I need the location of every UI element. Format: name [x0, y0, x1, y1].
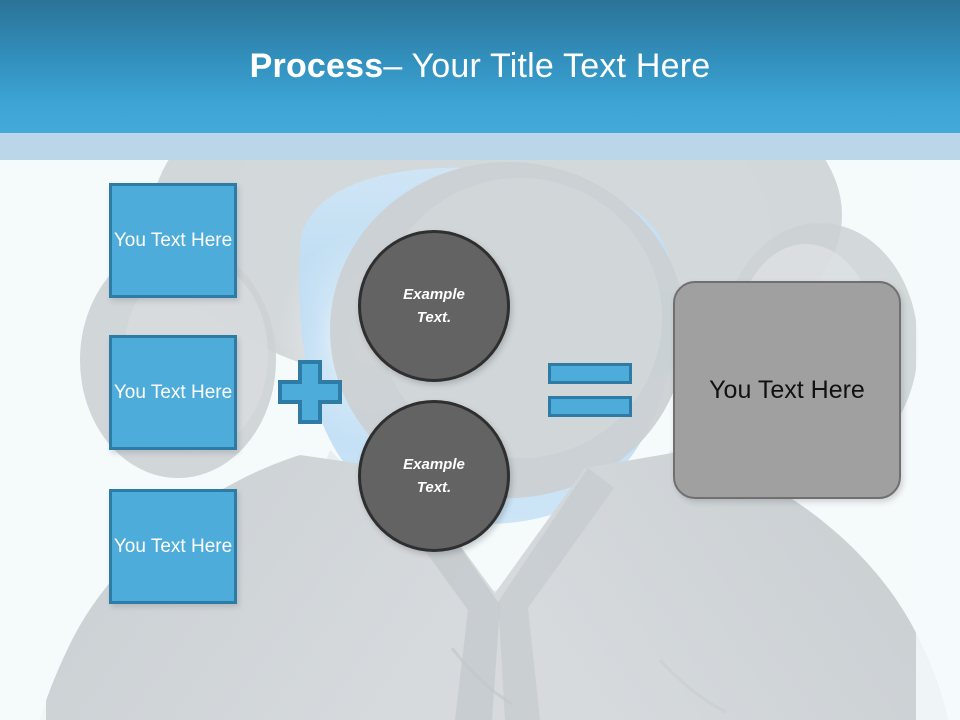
result-card[interactable]: You Text Here: [673, 281, 901, 499]
bg-right-fade: [916, 160, 960, 720]
bg-suit-right: [485, 450, 948, 720]
input-card-2[interactable]: You Text Here: [109, 335, 237, 450]
result-card-label: You Text Here: [709, 375, 865, 404]
process-circle-2-line1: Example: [403, 455, 465, 473]
page-title: Process – Your Title Text Here: [0, 0, 960, 133]
page-title-rest: – Your Title Text Here: [383, 47, 711, 85]
header-sub-band: [0, 133, 960, 160]
bg-suit-sheen-b: [658, 658, 727, 714]
input-card-3-label: You Text Here: [113, 535, 233, 557]
process-circle-1-line1: Example: [403, 285, 465, 303]
input-card-3[interactable]: You Text Here: [109, 489, 237, 604]
process-circle-1-line2: Text.: [416, 309, 452, 326]
process-circle-1[interactable]: Example Text.: [358, 230, 510, 382]
input-card-1[interactable]: You Text Here: [109, 183, 237, 298]
equals-icon[interactable]: [548, 363, 632, 417]
process-circle-2-line2: Text.: [416, 479, 452, 496]
input-card-1-label: You Text Here: [113, 229, 233, 251]
bg-left-fade: [0, 160, 46, 720]
input-card-2-label: You Text Here: [113, 381, 233, 403]
equals-bar-bottom: [548, 396, 632, 417]
bg-lapel-edge-left: [382, 472, 500, 720]
page-title-emphasis: Process: [249, 47, 384, 85]
bg-suit-sheen-a: [450, 647, 513, 706]
plus-icon[interactable]: [277, 359, 343, 425]
process-circle-2[interactable]: Example Text.: [358, 400, 510, 552]
equals-bar-top: [548, 363, 632, 384]
header-band: [0, 0, 960, 133]
bg-lapel-edge-right: [498, 468, 614, 720]
